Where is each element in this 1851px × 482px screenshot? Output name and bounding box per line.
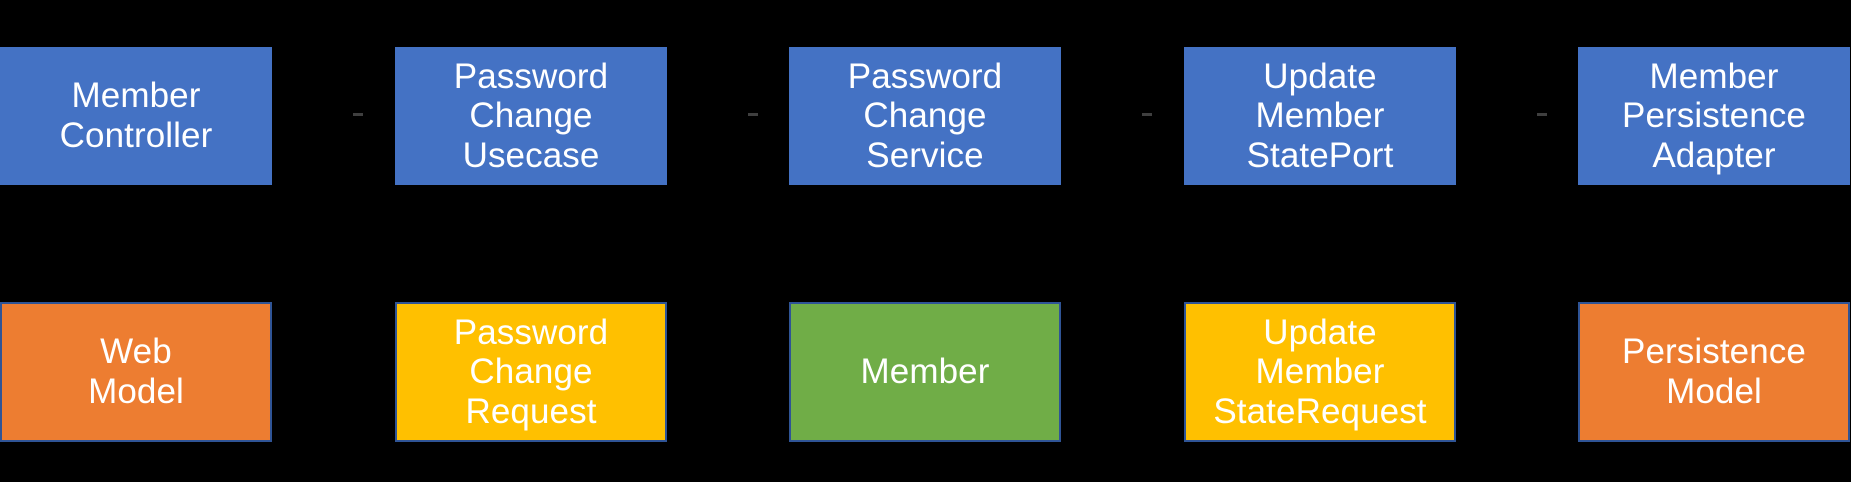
- node-label: Update Member StatePort: [1246, 56, 1394, 175]
- node-label: Member: [860, 352, 990, 392]
- node-label: Member Persistence Adapter: [1622, 56, 1806, 175]
- node-member-persistence-adapter[interactable]: Member Persistence Adapter: [1578, 47, 1850, 185]
- node-label: Web Model: [88, 332, 184, 411]
- connector-member-controller-to-usecase: [353, 113, 363, 116]
- node-label: Member Controller: [59, 76, 213, 155]
- connector-service-to-stateport: [1142, 113, 1152, 116]
- node-member-controller[interactable]: Member Controller: [0, 47, 272, 185]
- node-update-member-state-request[interactable]: Update Member StateRequest: [1184, 302, 1456, 442]
- connector-stateport-to-adapter: [1537, 113, 1547, 116]
- node-label: Password Change Service: [847, 56, 1003, 175]
- node-persistence-model[interactable]: Persistence Model: [1578, 302, 1850, 442]
- node-label: Update Member StateRequest: [1213, 312, 1427, 431]
- node-password-change-service[interactable]: Password Change Service: [789, 47, 1061, 185]
- node-label: Persistence Model: [1622, 332, 1806, 411]
- connector-usecase-to-service: [748, 113, 758, 116]
- node-password-change-request[interactable]: Password Change Request: [395, 302, 667, 442]
- node-member[interactable]: Member: [789, 302, 1061, 442]
- node-password-change-usecase[interactable]: Password Change Usecase: [395, 47, 667, 185]
- node-web-model[interactable]: Web Model: [0, 302, 272, 442]
- node-label: Password Change Usecase: [453, 56, 609, 175]
- node-label: Password Change Request: [453, 312, 609, 431]
- node-update-member-stateport[interactable]: Update Member StatePort: [1184, 47, 1456, 185]
